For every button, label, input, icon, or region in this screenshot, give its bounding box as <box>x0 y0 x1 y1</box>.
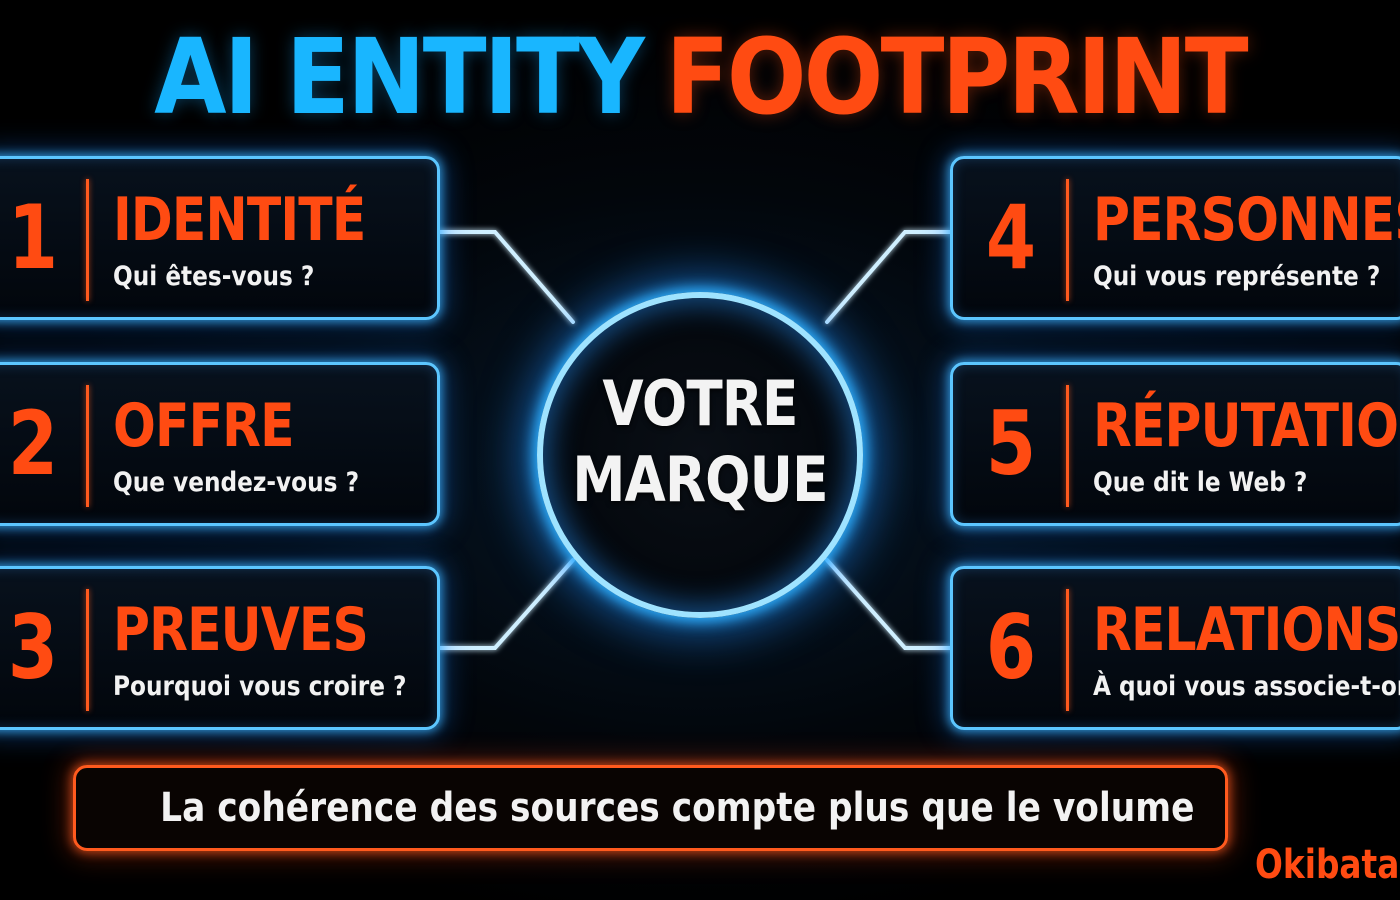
pillar-divider <box>1066 385 1069 507</box>
footer-banner: La cohérence des sources compte plus que… <box>73 765 1228 851</box>
title-part-footprint: FOOTPRINT <box>665 16 1249 138</box>
pillar-card-reputation: 5 RÉPUTATION Que dit le Web ? <box>950 362 1400 526</box>
pillar-question: Que vendez-vous ? <box>113 467 360 498</box>
pillar-divider <box>86 385 89 507</box>
pillar-number: 1 <box>7 186 59 289</box>
connector-identite <box>438 230 575 324</box>
pillar-divider <box>1066 179 1069 301</box>
pillar-number: 4 <box>985 186 1037 289</box>
pillar-divider <box>1066 589 1069 711</box>
title-part-ai-entity: AI ENTITY <box>154 16 645 138</box>
pillar-divider <box>86 179 89 301</box>
pillar-title: PERSONNES <box>1093 185 1400 255</box>
pillar-title: RÉPUTATION <box>1093 391 1400 461</box>
center-label-line2: MARQUE <box>572 443 828 516</box>
connector-relations <box>825 558 952 650</box>
pillar-number: 5 <box>985 392 1037 495</box>
pillar-title: PREUVES <box>113 595 369 665</box>
pillar-card-preuves: 3 PREUVES Pourquoi vous croire ? <box>0 566 440 730</box>
pillar-question: Pourquoi vous croire ? <box>113 671 407 702</box>
pillar-number: 6 <box>985 596 1037 699</box>
brand-logo: Okibata. <box>1255 842 1400 888</box>
pillar-question: Qui vous représente ? <box>1093 261 1381 292</box>
center-label: VOTRE MARQUE <box>560 366 840 518</box>
connector-preuves <box>438 558 575 650</box>
pillar-question: Que dit le Web ? <box>1093 467 1308 498</box>
pillar-title: IDENTITÉ <box>113 185 366 255</box>
pillar-number: 2 <box>7 392 59 495</box>
pillar-number: 3 <box>7 596 59 699</box>
pillar-card-personnes: 4 PERSONNES Qui vous représente ? <box>950 156 1400 320</box>
center-circle <box>537 292 863 618</box>
center-label-line1: VOTRE <box>602 367 798 440</box>
pillar-card-offre: 2 OFFRE Que vendez-vous ? <box>0 362 440 526</box>
pillar-question: À quoi vous associe-t-on ? <box>1093 671 1400 702</box>
pillar-question: Qui êtes-vous ? <box>113 261 315 292</box>
pillar-divider <box>86 589 89 711</box>
pillar-card-relations: 6 RELATIONS À quoi vous associe-t-on ? <box>950 566 1400 730</box>
connector-personnes <box>825 230 952 324</box>
footer-text: La cohérence des sources compte plus que… <box>160 785 1195 831</box>
pillar-card-identite: 1 IDENTITÉ Qui êtes-vous ? <box>0 156 440 320</box>
pillar-title: OFFRE <box>113 391 295 461</box>
pillar-title: RELATIONS <box>1093 595 1400 665</box>
